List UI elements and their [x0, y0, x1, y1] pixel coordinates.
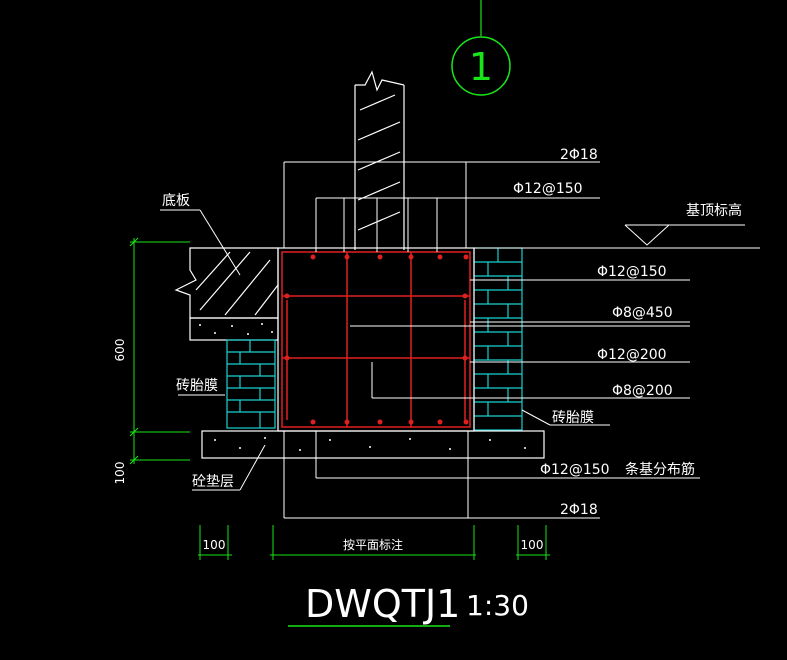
- label-phi12-150-top: Φ12@150: [513, 181, 583, 197]
- beam-outline: [277, 247, 475, 432]
- label-base-elevation: 基顶标高: [686, 202, 742, 219]
- label-top-2phi18: 2Φ18: [560, 147, 598, 163]
- section-mark-label: 1: [469, 45, 493, 89]
- dimension-lines: [129, 237, 550, 560]
- rebar-cage: [281, 251, 471, 428]
- title-name: DWQTJ1: [305, 582, 460, 626]
- label-brick-mold-left: 砖胎膜: [176, 378, 218, 394]
- label-brick-mold-right: 砖胎膜: [552, 410, 594, 426]
- leader-lines: [160, 161, 760, 519]
- label-bottom-2phi18: 2Φ18: [560, 502, 598, 518]
- brick-mold-left-shape: [226, 339, 276, 429]
- wall-above: [354, 70, 405, 250]
- dimension-texts: 600 100 100 按平面标注 100: [113, 339, 543, 552]
- brick-mold-right-shape: [473, 247, 523, 431]
- dim-width-left-100: 100: [203, 538, 226, 552]
- floor-slab: [174, 247, 279, 319]
- title-scale: 1:30: [466, 589, 529, 622]
- section-circle: [451, 36, 511, 96]
- label-bottom-phi12-150: Φ12@150: [540, 462, 610, 478]
- layer-labels: 底板 砖胎膜 砼垫层: [162, 193, 234, 490]
- elevation-symbol: [624, 224, 745, 246]
- dim-width-mid: 按平面标注: [343, 537, 403, 552]
- label-phi8-450: Φ8@450: [612, 305, 673, 321]
- label-phi8-200: Φ8@200: [612, 383, 673, 399]
- cushion-layer: [201, 430, 545, 459]
- label-phi12-200: Φ12@200: [597, 347, 667, 363]
- slab-concrete-band: [189, 317, 279, 341]
- label-cushion: 砼垫层: [192, 474, 234, 490]
- dim-height-100: 100: [113, 462, 127, 485]
- dim-height-600: 600: [113, 339, 127, 362]
- rebar-labels: 2Φ18 Φ12@150 基顶标高 Φ12@150 Φ8@450 Φ12@200…: [513, 147, 742, 518]
- rebar-dots: [284, 254, 469, 425]
- label-phi12-150-side: Φ12@150: [597, 264, 667, 280]
- label-floor-slab: 底板: [162, 193, 190, 209]
- section-mark: 1: [451, 0, 511, 96]
- drawing-title: DWQTJ1 1:30: [288, 582, 529, 627]
- cushion-dots: [214, 437, 526, 451]
- concrete-dots: [199, 323, 273, 335]
- dim-width-right-100: 100: [521, 538, 544, 552]
- label-distribution-bar: 条基分布筋: [625, 461, 695, 478]
